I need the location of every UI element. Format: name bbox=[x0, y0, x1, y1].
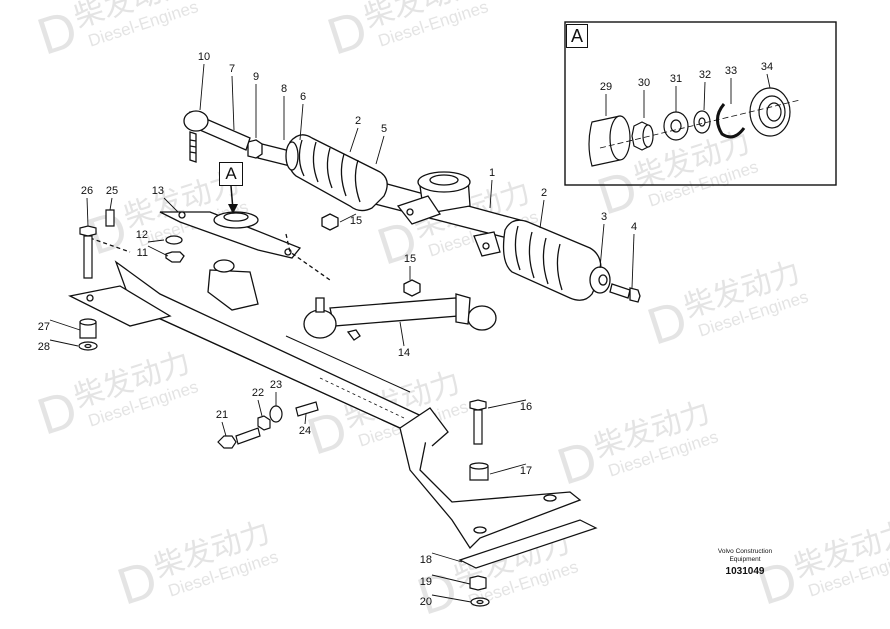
steering-rack bbox=[183, 110, 641, 303]
part-number-label: 21 bbox=[216, 409, 228, 421]
callout-leader bbox=[431, 574, 471, 585]
detail-frame bbox=[564, 21, 837, 186]
part-number-label: 9 bbox=[253, 71, 259, 83]
maker-caption: Volvo Construction Equipment bbox=[700, 548, 790, 564]
mount-bracket bbox=[89, 211, 339, 281]
part-number-label: 18 bbox=[420, 554, 432, 566]
part-number-label: 10 bbox=[198, 51, 210, 63]
callout-leader bbox=[163, 197, 179, 213]
part-number-label: 19 bbox=[420, 576, 432, 588]
callout-leader bbox=[299, 103, 304, 141]
part-number-label: 6 bbox=[300, 91, 306, 103]
part-number-label: 12 bbox=[136, 229, 148, 241]
callout-leader bbox=[703, 81, 706, 111]
frame-member bbox=[68, 259, 582, 550]
part-number-label: 2 bbox=[541, 187, 547, 199]
part-number-label: 13 bbox=[152, 185, 164, 197]
part-number-label: 23 bbox=[270, 379, 282, 391]
part-number-label: 34 bbox=[761, 61, 773, 73]
callout-leader bbox=[49, 339, 79, 347]
callout-leader bbox=[147, 239, 165, 243]
part-number-label: 15 bbox=[404, 253, 416, 265]
drag-link bbox=[303, 279, 497, 341]
maker-line-1: Volvo Construction bbox=[717, 548, 773, 555]
part-number-label: 33 bbox=[725, 65, 737, 77]
part-number-label: 22 bbox=[252, 387, 264, 399]
callout-leader bbox=[339, 213, 357, 223]
part-number-label: 25 bbox=[106, 185, 118, 197]
part-number-label: 27 bbox=[38, 321, 50, 333]
callout-leader bbox=[399, 321, 405, 347]
callout-leader bbox=[489, 179, 493, 209]
view-flag-label: A bbox=[219, 162, 243, 186]
part-number-label: 1 bbox=[489, 167, 495, 179]
hardware bbox=[78, 209, 598, 607]
callout-leader bbox=[109, 197, 113, 211]
part-number-label: 14 bbox=[398, 347, 410, 359]
callout-leader bbox=[487, 399, 527, 409]
part-number-label: 7 bbox=[229, 63, 235, 75]
part-number-label: 4 bbox=[631, 221, 637, 233]
part-number-label: 8 bbox=[281, 83, 287, 95]
drawing-number: 1031049 bbox=[725, 566, 765, 577]
callout-leader bbox=[86, 197, 89, 227]
callout-leader bbox=[304, 413, 307, 425]
callout-leader bbox=[431, 594, 472, 603]
part-number-label: 11 bbox=[137, 247, 148, 259]
callout-leader bbox=[257, 399, 263, 417]
part-number-label: 31 bbox=[670, 73, 682, 85]
callout-leader bbox=[221, 421, 227, 437]
view-arrow-head bbox=[228, 204, 238, 214]
part-number-label: 29 bbox=[600, 81, 612, 93]
part-number-label: 16 bbox=[520, 401, 532, 413]
maker-line-2: Equipment bbox=[729, 556, 761, 563]
callout-leader bbox=[375, 135, 385, 165]
part-number-label: 20 bbox=[420, 596, 432, 608]
part-number-label: 15 bbox=[350, 215, 362, 227]
callout-leader bbox=[539, 199, 545, 229]
part-number-label: 3 bbox=[601, 211, 607, 223]
callout-leader bbox=[631, 233, 635, 289]
callout-leader bbox=[431, 552, 463, 563]
part-number-label: 2 bbox=[355, 115, 361, 127]
part-number-label: 26 bbox=[81, 185, 93, 197]
detail-view-label: A bbox=[566, 24, 588, 48]
part-number-label: 32 bbox=[699, 69, 711, 81]
callout-layer: 1223456789101112131415151617181920212223… bbox=[38, 51, 773, 608]
callout-leader bbox=[766, 73, 771, 89]
part-number-label: 17 bbox=[520, 465, 532, 477]
callout-leader bbox=[489, 463, 527, 475]
part-number-label: 24 bbox=[299, 425, 311, 437]
part-number-label: 30 bbox=[638, 77, 650, 89]
callout-leader bbox=[349, 127, 359, 153]
callout-leader bbox=[199, 63, 205, 111]
callout-leader bbox=[599, 223, 605, 269]
callout-leader bbox=[147, 245, 169, 257]
callout-leader bbox=[49, 319, 81, 331]
callout-leader bbox=[231, 75, 235, 131]
part-number-label: 5 bbox=[381, 123, 387, 135]
part-number-label: 28 bbox=[38, 341, 50, 353]
